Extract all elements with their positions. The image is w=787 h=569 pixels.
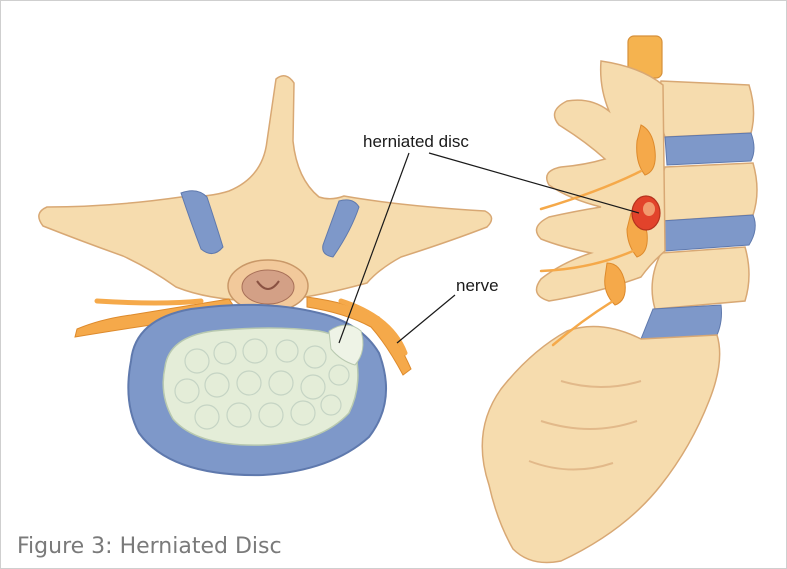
posterior-processes [537, 61, 666, 301]
vertebral-body-3 [652, 247, 749, 309]
spinal-cord [242, 270, 294, 304]
leader-nerve [397, 295, 455, 343]
spine-side-view [482, 36, 757, 563]
figure-caption: Figure 3: Herniated Disc [17, 534, 282, 559]
sacrum [482, 327, 719, 563]
label-nerve: nerve [456, 276, 499, 296]
vertebral-body-2 [659, 163, 757, 221]
label-herniated-disc: herniated disc [363, 132, 469, 152]
vertebral-body-1 [659, 81, 754, 137]
